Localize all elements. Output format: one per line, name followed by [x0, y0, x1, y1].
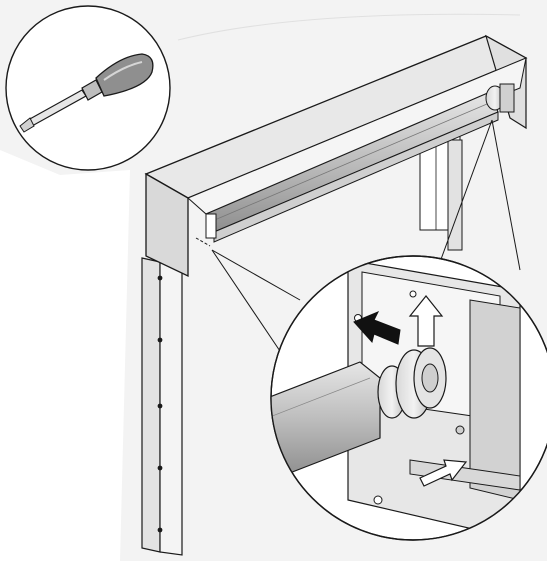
- rail-screw: [157, 337, 163, 343]
- magnifier-connectors: [211, 119, 521, 361]
- screwdriver-icon: [19, 53, 154, 133]
- slide-arrow-icon: [419, 459, 468, 487]
- screwdriver-inset: [5, 5, 171, 171]
- rail-screw: [157, 465, 163, 471]
- roller-box: [144, 34, 528, 278]
- left-guide-rail: [141, 257, 183, 556]
- rail-screw: [157, 403, 163, 409]
- detail-magnifier: [270, 255, 547, 541]
- window-frame: [419, 129, 463, 251]
- rail-screw: [157, 527, 163, 533]
- rail-screw: [157, 275, 163, 281]
- lift-arrow-icon: [408, 295, 444, 347]
- hidden-screw-mark: [195, 237, 211, 247]
- push-arrow-icon: [353, 311, 401, 345]
- wall-edge: [177, 13, 521, 41]
